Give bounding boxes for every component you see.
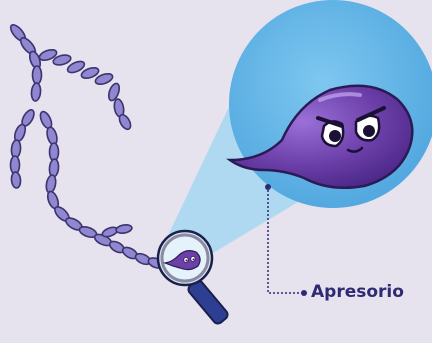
hyphae-network: [8, 22, 165, 270]
apresorio-label: Apresorio: [311, 282, 404, 302]
